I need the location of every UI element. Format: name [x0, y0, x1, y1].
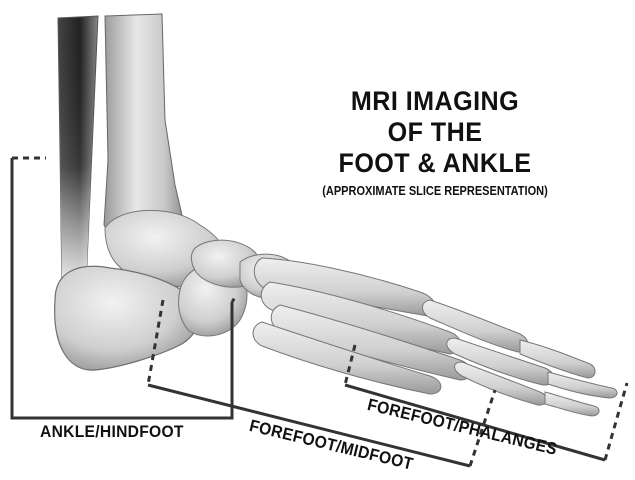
title-line-3: FOOT & ANKLE: [309, 148, 560, 179]
title-line-1: MRI IMAGING: [309, 86, 560, 117]
diagram-title: MRI IMAGING OF THE FOOT & ANKLE (APPROXI…: [300, 86, 570, 199]
label-ankle-hindfoot: ANKLE/HINDFOOT: [40, 422, 184, 442]
fibula-bone: [58, 16, 98, 290]
metatarsal-bones: [253, 258, 471, 394]
title-line-2: OF THE: [309, 117, 560, 148]
diagram-subtitle: (APPROXIMATE SLICE REPRESENTATION): [316, 183, 554, 199]
